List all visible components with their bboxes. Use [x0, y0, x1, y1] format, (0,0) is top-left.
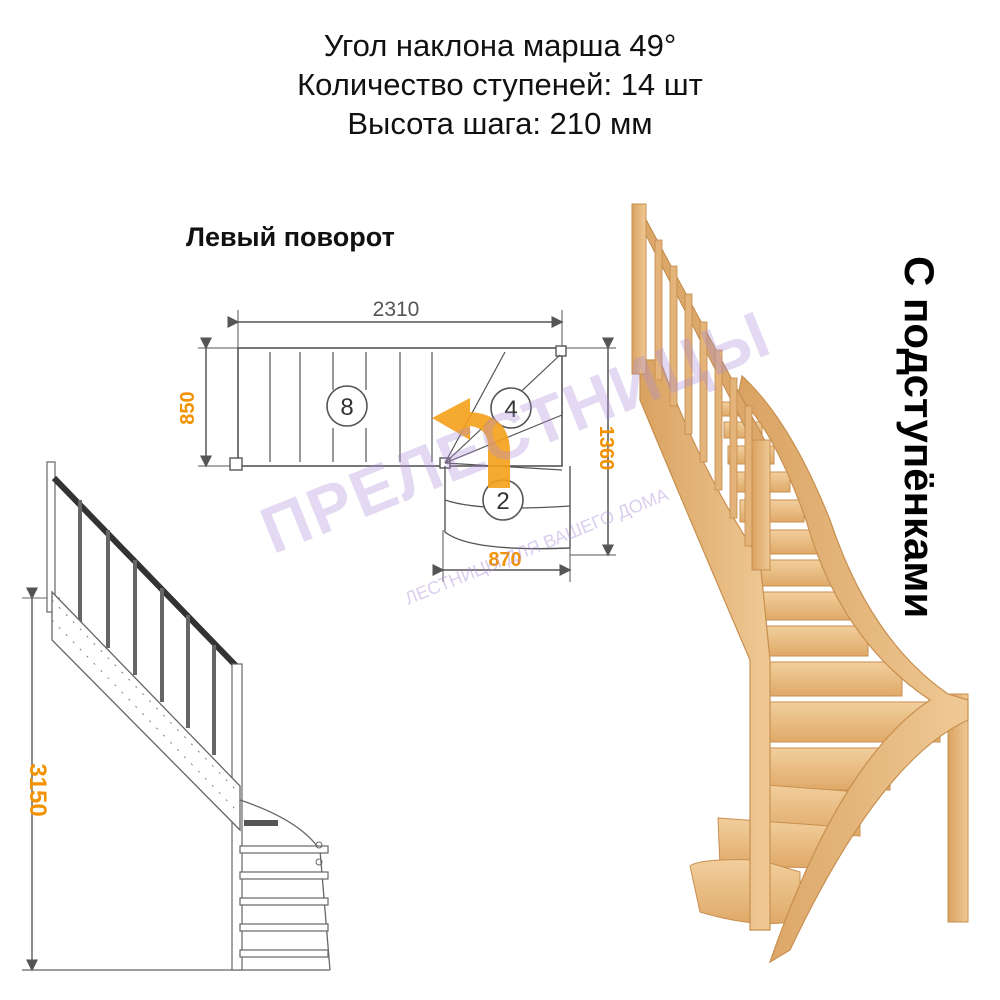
spec-step-count: Количество ступеней: 14 шт: [297, 67, 703, 102]
spec-angle: Угол наклона марша 49°: [323, 28, 677, 63]
plan-diagram: [198, 310, 616, 582]
plan-outline: [237, 347, 563, 467]
steps-straight-label: 8: [340, 394, 353, 421]
riser-label: С подступёнками: [896, 256, 943, 619]
steps-winder-label: 4: [504, 396, 517, 423]
elevation-diagram: [22, 461, 331, 972]
dim-depth-label: 850: [177, 391, 199, 424]
dim-width-label: 2310: [373, 298, 420, 321]
staircase-illustration: [631, 203, 969, 964]
plan-circle-straight: [326, 385, 368, 427]
dim-side-label: 1360: [595, 426, 617, 471]
steps-bottom-label: 2: [496, 488, 509, 515]
plan-circle-winder: [490, 387, 532, 429]
dim-height-label: 3150: [24, 763, 51, 816]
plan-bottom-steps: [444, 466, 571, 550]
direction-arrow-icon: [432, 398, 510, 488]
plan-post-bottom-left: [229, 457, 243, 471]
plan-post-top-right: [555, 345, 567, 357]
plan-title: Левый поворот: [186, 222, 395, 252]
dim-turn-label: 870: [488, 549, 521, 571]
spec-step-height: Высота шага: 210 мм: [347, 106, 653, 141]
